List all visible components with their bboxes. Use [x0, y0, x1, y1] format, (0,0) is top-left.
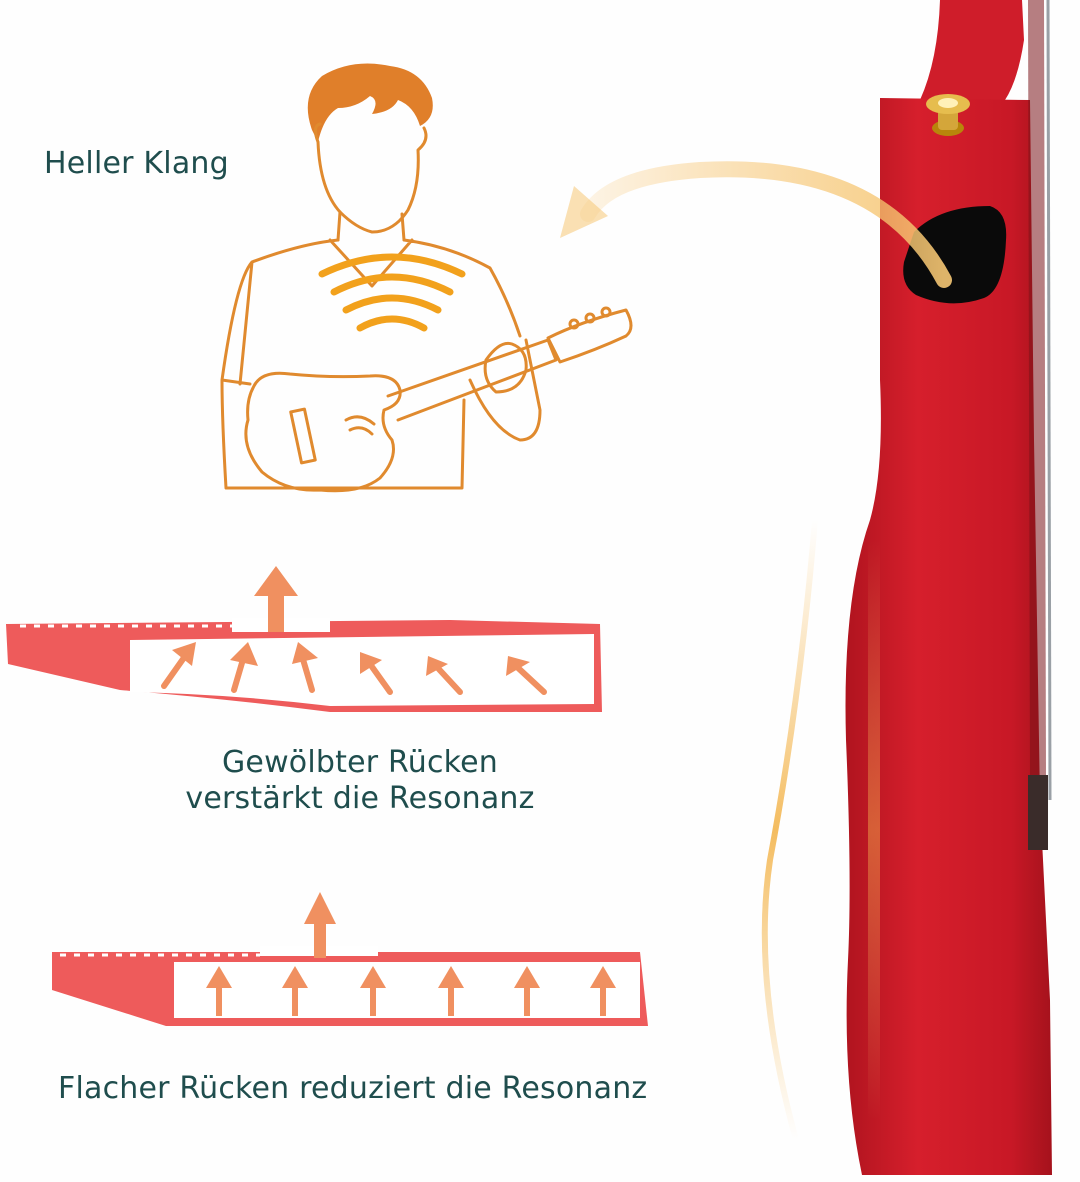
sound-port [903, 206, 1007, 304]
curved-back-caption-line2: verstärkt die Resonanz [185, 781, 535, 816]
up-arrow-icon [254, 566, 298, 632]
ukulele-neck-outline [386, 338, 558, 422]
curved-back-caption-line1: Gewölbter Rücken [221, 745, 499, 780]
bridge-end [1028, 775, 1048, 850]
ukulele-side-view [845, 0, 1052, 1175]
flat-back-diagram [52, 892, 648, 1026]
flat-back-caption: Flacher Rücken reduziert die Resonanz [58, 1071, 648, 1106]
hair [307, 63, 433, 142]
shirt [220, 238, 522, 490]
up-arrow-icon [304, 892, 336, 958]
ukulele-outline [244, 371, 402, 493]
ukulele-headstock [546, 308, 633, 364]
curved-back-caption: Gewölbter Rücken verstärkt die Resonanz [120, 745, 600, 817]
arm [468, 338, 542, 442]
ukulele-string [1046, 0, 1052, 801]
ukulele-fretboard [1028, 0, 1046, 780]
strap-button [926, 94, 970, 136]
glow-line [761, 519, 818, 1141]
heading-bright-sound: Heller Klang [44, 146, 229, 181]
person-with-ukulele-icon [220, 63, 633, 493]
sound-wave-icon [318, 253, 466, 332]
ukulele-body [845, 98, 1052, 1175]
hand [483, 341, 528, 394]
head [313, 122, 428, 234]
curved-arrow-icon [560, 161, 952, 288]
curved-back-diagram [6, 566, 602, 712]
ukulele-neck [920, 0, 1024, 100]
neck [336, 210, 406, 242]
body-highlight [868, 540, 880, 1120]
flat-section-cavity [174, 962, 640, 1018]
